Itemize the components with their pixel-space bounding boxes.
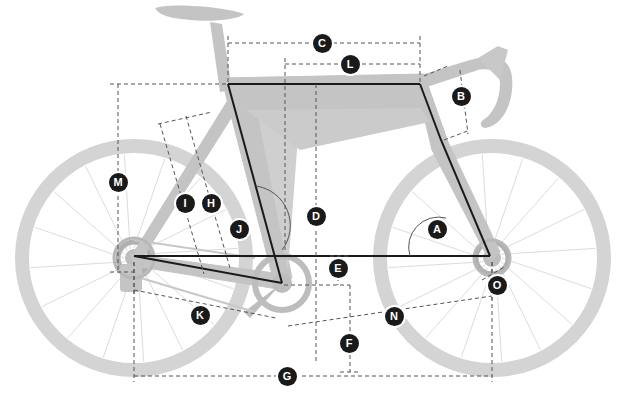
callout-letter: O <box>488 276 507 295</box>
spoke <box>492 159 523 248</box>
spoke <box>501 248 595 254</box>
callout-letter: H <box>202 194 221 213</box>
callout-letter: B <box>452 87 471 106</box>
callout-letter: J <box>230 220 249 239</box>
spoke <box>388 262 482 268</box>
callout-letter: D <box>307 207 326 226</box>
spoke <box>496 178 559 249</box>
callout-letter: E <box>329 259 348 278</box>
callout-letter: A <box>428 220 447 239</box>
spoke <box>42 265 127 306</box>
spoke <box>426 267 489 338</box>
spoke <box>499 265 540 350</box>
spoke <box>85 166 126 251</box>
callout-letter: M <box>109 173 128 192</box>
callout-letter: N <box>385 307 404 326</box>
spoke <box>499 209 584 250</box>
spoke <box>30 262 124 268</box>
callout-letter: F <box>340 334 359 353</box>
callout-letter: K <box>191 306 210 325</box>
callout-letter: I <box>176 194 195 213</box>
spoke <box>400 265 485 306</box>
spoke <box>35 227 124 258</box>
spoke <box>141 265 182 350</box>
spoke <box>461 268 492 357</box>
spoke <box>124 154 130 248</box>
spoke <box>54 192 125 255</box>
callout-letter: L <box>341 55 360 74</box>
spoke <box>501 262 572 325</box>
callout-letter: G <box>278 367 297 386</box>
callout-letter: C <box>313 34 332 53</box>
spoke <box>502 258 591 289</box>
